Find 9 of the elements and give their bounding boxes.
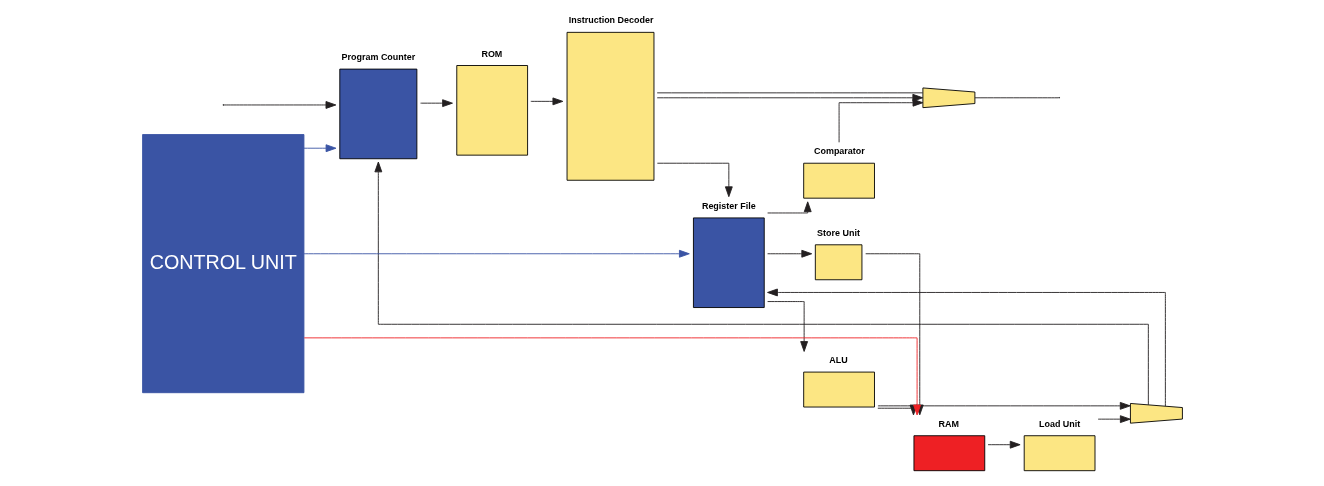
- node-label: Instruction Decoder: [568, 15, 653, 26]
- node-label: Comparator: [813, 146, 865, 157]
- node-label: Register File: [701, 200, 756, 211]
- node-label: RAM: [938, 418, 959, 429]
- node-label: Program Counter: [341, 52, 415, 63]
- node-label: Store Unit: [816, 227, 860, 238]
- node-label: Load Unit: [1038, 418, 1080, 429]
- node-label: ALU: [828, 355, 848, 366]
- node-label: ROM: [480, 48, 502, 59]
